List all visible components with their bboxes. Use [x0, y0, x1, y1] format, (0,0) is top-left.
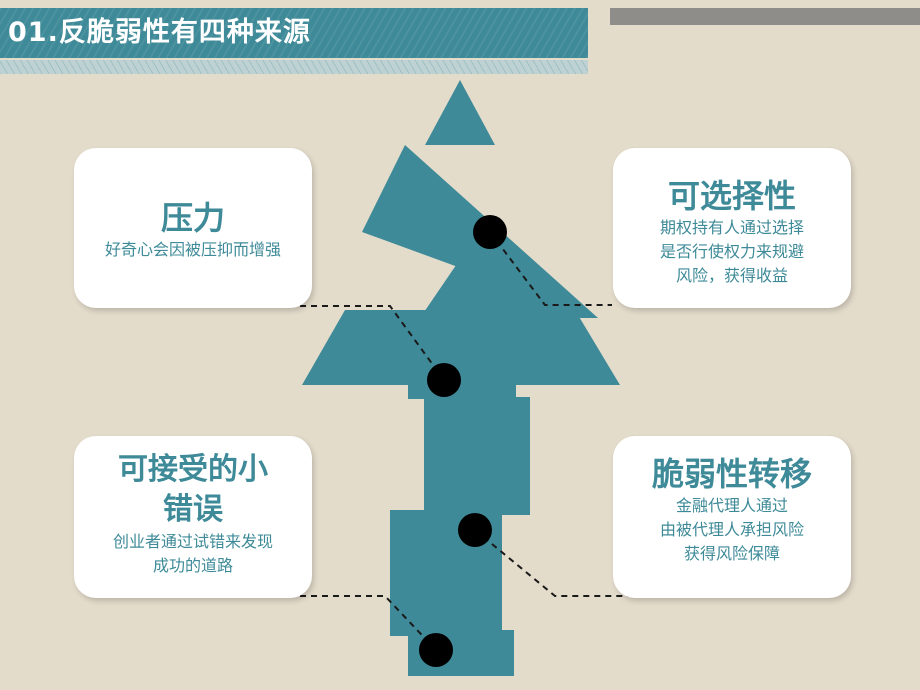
- card-text: 金融代理人通过 由被代理人承担风险 获得风险保障: [613, 494, 851, 566]
- decorative-bar: [610, 8, 920, 25]
- card-heading-line: 可接受的小: [118, 452, 268, 487]
- card-text: 好奇心会因被压抑而增强: [74, 238, 312, 262]
- connector-transfer: [474, 529, 632, 597]
- marker-option: [473, 215, 507, 249]
- page-title: 01.反脆弱性有四种来源: [8, 17, 311, 48]
- card-text-line: 好奇心会因被压抑而增强: [104, 240, 281, 259]
- title-banner: 01.反脆弱性有四种来源: [0, 8, 588, 58]
- title-banner-strip: [0, 60, 588, 74]
- card-text-line: 创业者通过试错来发现: [112, 532, 273, 551]
- connector-lines: [300, 231, 632, 651]
- card-text: 创业者通过试错来发现 成功的道路: [74, 530, 312, 578]
- card-text-line: 金融代理人通过: [675, 496, 788, 515]
- connector-pressure: [300, 305, 445, 381]
- card-text-line: 由被代理人承担风险: [659, 520, 804, 539]
- card-pressure: 压力 好奇心会因被压抑而增强: [74, 148, 312, 308]
- card-text-line: 期权持有人通过选择: [659, 218, 804, 237]
- card-heading: 可选择性: [667, 177, 796, 215]
- connector-option: [489, 231, 612, 306]
- card-text-line: 风险，获得收益: [675, 266, 788, 285]
- marker-transfer: [458, 513, 492, 547]
- marker-pressure: [427, 363, 461, 397]
- card-error: 可接受的小 错误 创业者通过试错来发现 成功的道路: [74, 436, 312, 598]
- marker-error: [419, 633, 453, 667]
- card-text-line: 成功的道路: [152, 556, 233, 575]
- markers: [419, 215, 507, 667]
- card-heading: 可接受的小 错误: [74, 450, 312, 530]
- card-text-line: 获得风险保障: [683, 544, 780, 563]
- card-text: 期权持有人通过选择 是否行使权力来规避 风险，获得收益: [613, 216, 851, 288]
- card-heading: 脆弱性转移: [651, 455, 812, 493]
- connector-error: [300, 595, 437, 651]
- card-option: 可选择性 期权持有人通过选择 是否行使权力来规避 风险，获得收益: [613, 148, 851, 308]
- card-heading-line: 错误: [163, 492, 223, 527]
- card-heading: 压力: [160, 199, 225, 237]
- card-text-line: 是否行使权力来规避: [659, 242, 804, 261]
- card-transfer: 脆弱性转移 金融代理人通过 由被代理人承担风险 获得风险保障: [613, 436, 851, 598]
- arrow-tree-shape: [302, 80, 620, 676]
